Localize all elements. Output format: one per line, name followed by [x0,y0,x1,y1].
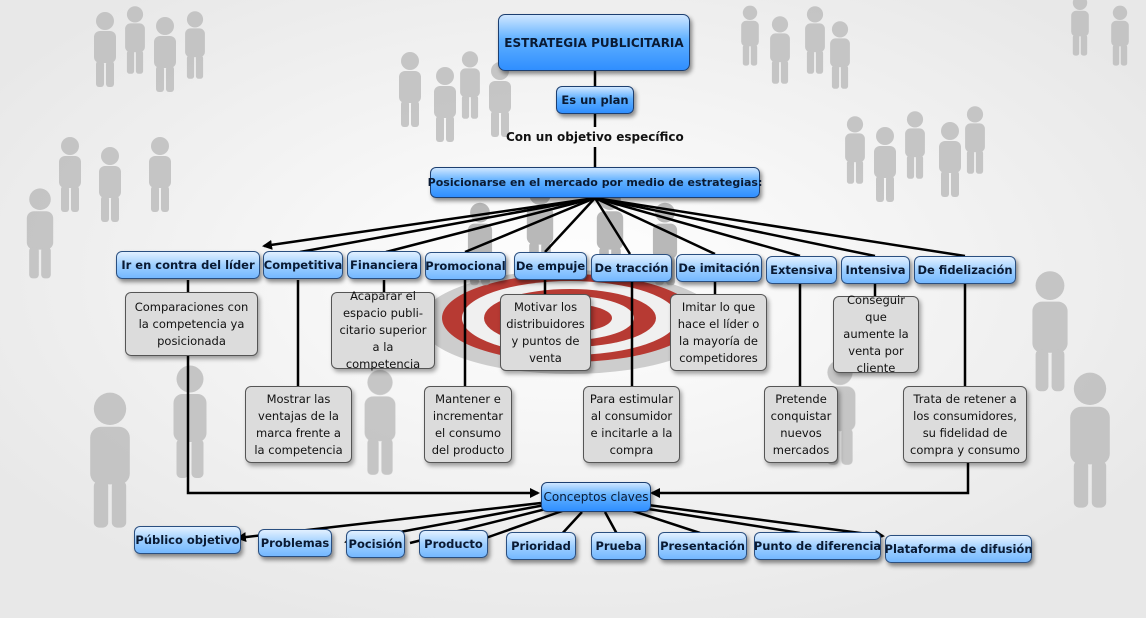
position-node: Posicionarse en el mercado por medio de … [428,167,762,198]
strategy-promocional: Promocional [425,252,506,280]
key-concepts-node: Conceptos claves [541,482,651,512]
root-node: ESTRATEGIA PUBLICITARIA [498,14,690,71]
desc-competitiva: Mostrar las ventajas de la marca frente … [245,386,352,463]
strategy-extensiva: Extensiva [766,256,837,284]
concept-pocision: Pocisión [346,530,405,558]
concept-plataforma-de-difusion: Plataforma de difusión [885,535,1033,563]
desc-intensiva: Conseguir que aumente la venta por clien… [833,293,919,375]
desc-ir-en-contra-del-lider: Comparaciones con la competencia ya posi… [125,292,258,356]
strategy-competitiva: Competitiva [263,251,343,279]
strategy-financiera: Financiera [347,251,421,279]
concept-publico-objetivo: Público objetivo [134,526,241,554]
desc-de-fidelizacion: Trata de retener a los consumidores, su … [903,386,1027,463]
strategy-intensiva: Intensiva [841,256,910,284]
desc-extensiva: Pretende conquistar nuevos mercados [764,386,838,463]
concept-producto: Producto [419,530,488,558]
concept-prueba: Prueba [591,532,646,560]
desc-promocional: Mantener e incrementar el consumo del pr… [424,386,512,463]
desc-de-imitacion: Imitar lo que hace el líder o la mayoría… [670,294,767,371]
strategy-de-imitacion: De imitación [676,254,762,282]
concept-punto-de-diferencia: Punto de diferencia [754,532,881,560]
concept-prioridad: Prioridad [506,532,576,560]
strategy-ir-en-contra-del-lider: Ir en contra del líder [116,251,260,279]
desc-de-empuje: Motivar los distribuidores y puntos de v… [500,294,591,371]
strategy-de-traccion: De tracción [591,254,672,282]
objective-label: Con un objetivo específico [506,130,684,144]
desc-financiera: Acaparar el espacio publi-citario superi… [331,289,435,371]
plan-node: Es un plan [556,86,634,114]
concept-presentacion: Presentación [658,532,747,560]
concept-problemas: Problemas [258,529,332,557]
desc-de-traccion: Para estimular al consumidor e incitarle… [583,386,680,463]
strategy-de-fidelizacion: De fidelización [914,256,1016,284]
strategy-de-empuje: De empuje [514,252,587,280]
